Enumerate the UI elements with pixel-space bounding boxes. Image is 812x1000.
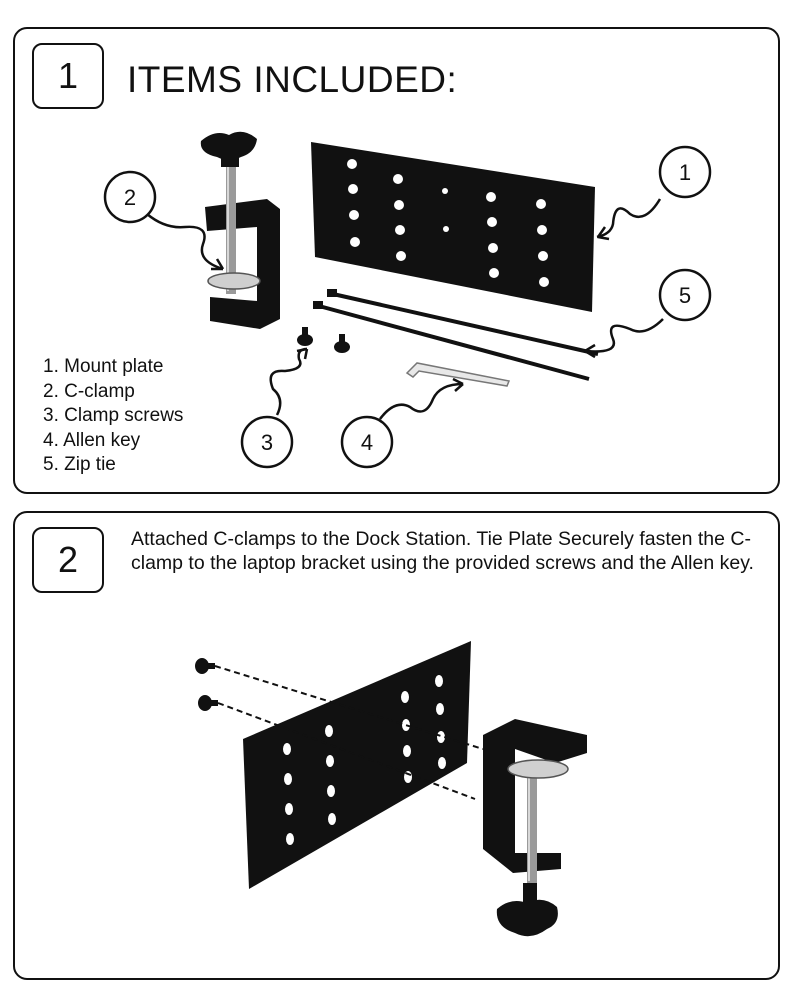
items-included-title: ITEMS INCLUDED: (127, 59, 458, 100)
assembly-illustration (195, 641, 587, 937)
step-1-panel: 1 ITEMS INCLUDED: (13, 27, 780, 494)
step-1-number: 1 (32, 43, 104, 109)
callout-5-label: 5 (679, 283, 691, 308)
mount-plate-icon (243, 641, 471, 889)
callout-leaders (146, 198, 664, 420)
alignment-lines (214, 665, 484, 800)
mount-plate-icon (311, 142, 595, 312)
list-item: 5. Zip tie (43, 454, 116, 475)
step-2-number: 2 (32, 527, 104, 593)
callout-3-label: 3 (261, 430, 273, 455)
list-item: 2. C-clamp (43, 380, 135, 402)
callout-2-label: 2 (124, 185, 136, 210)
items-illustration: 1 2 3 4 5 (103, 131, 712, 469)
list-item: 3. Clamp screws (43, 405, 184, 426)
allen-key-icon (405, 362, 511, 387)
callout-2-circle (103, 170, 157, 224)
callout-4-circle (340, 415, 394, 469)
callout-4-label: 4 (361, 430, 373, 455)
list-item: 1. Mount plate (43, 356, 164, 377)
callout-5-circle (658, 268, 712, 322)
items-list: 1. Mount plate 2. C-clamp 3. Clamp screw… (43, 355, 183, 478)
zip-tie-icon (313, 289, 599, 381)
callout-3-circle (240, 415, 294, 469)
clamp-screws-icon (195, 658, 218, 711)
callout-1-label: 1 (679, 160, 691, 185)
c-clamp-icon (200, 131, 280, 329)
step-2-description: Attached C-clamps to the Dock Station. T… (131, 528, 754, 574)
step-2-panel: 2 Attached C-clamps to the Dock Station.… (13, 511, 780, 980)
c-clamp-icon (483, 719, 587, 937)
callout-1-circle (658, 145, 712, 199)
list-item: 4. Allen key (43, 429, 141, 451)
clamp-screws-icon (297, 327, 350, 353)
